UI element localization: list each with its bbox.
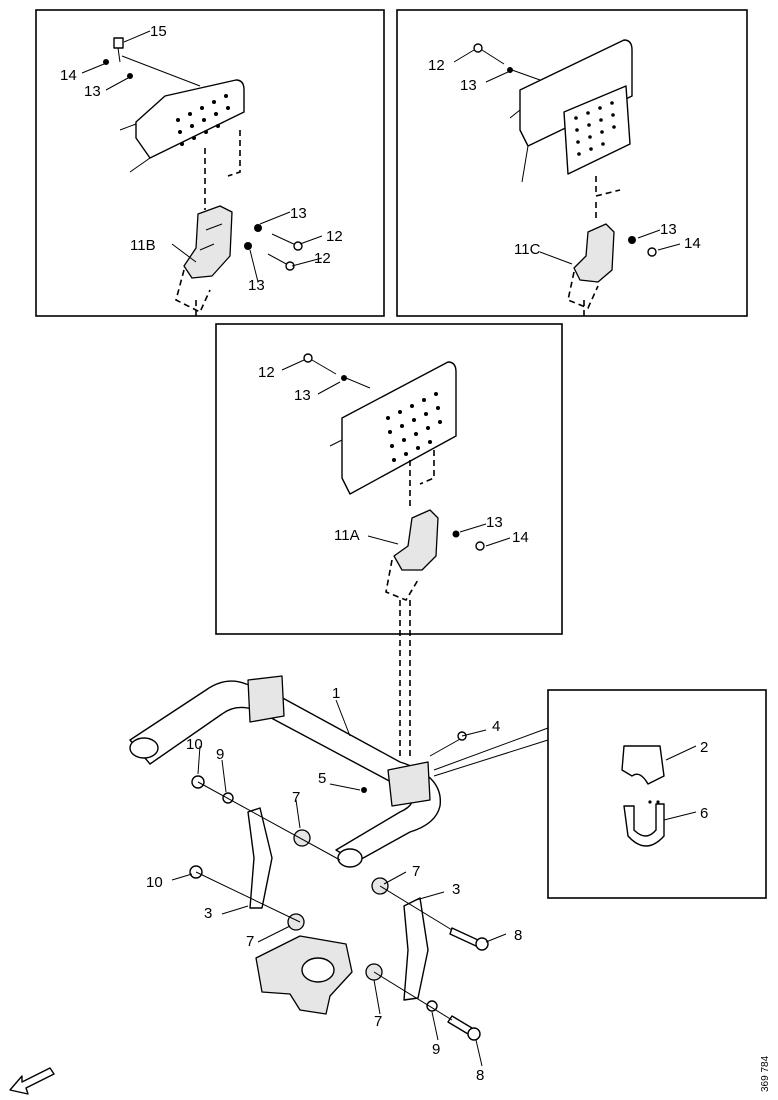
washer-13 xyxy=(507,67,513,73)
label-14: 14 xyxy=(512,529,529,546)
label-13: 13 xyxy=(486,514,503,531)
washer-13 xyxy=(127,73,133,79)
label-13: 13 xyxy=(294,387,311,404)
label-13: 13 xyxy=(660,221,677,238)
label-12: 12 xyxy=(428,57,445,74)
label-11A: 11A xyxy=(334,527,360,544)
label-1: 1 xyxy=(332,685,340,702)
bolt-12 xyxy=(303,353,337,375)
clamp xyxy=(623,803,665,847)
label-15: 15 xyxy=(150,23,167,40)
bolt-8-lower xyxy=(447,1015,481,1041)
label-13: 13 xyxy=(290,205,307,222)
inset-top-right: 12 13 13 11C 14 xyxy=(396,9,748,317)
reinforcement-plate xyxy=(563,85,631,175)
bar-end-eye-right xyxy=(337,848,363,868)
washer-13 xyxy=(341,375,347,381)
link-3-left xyxy=(247,807,273,909)
label-8: 8 xyxy=(514,927,522,944)
label-7: 7 xyxy=(292,789,300,806)
label-3: 3 xyxy=(452,881,460,898)
nut-14 xyxy=(475,541,485,551)
label-11B: 11B xyxy=(130,237,156,254)
bolt-12-lower xyxy=(267,253,295,271)
washer-13 xyxy=(244,242,252,250)
nut-14 xyxy=(647,247,657,257)
label-5: 5 xyxy=(318,770,326,787)
bushing xyxy=(621,745,665,785)
label-13: 13 xyxy=(460,77,477,94)
label-8: 8 xyxy=(476,1067,484,1084)
main-assembly: 1 4 5 10 9 7 10 3 7 3 8 7 7 9 8 xyxy=(129,675,522,1084)
inset-middle: 12 13 13 11A 14 xyxy=(215,323,563,635)
frame-holes xyxy=(386,392,442,462)
inset-detail: 2 6 xyxy=(433,689,767,899)
bar-mount-right xyxy=(387,761,431,807)
label-14: 14 xyxy=(684,235,701,252)
bushing-7 xyxy=(293,829,311,847)
bar-mount-left xyxy=(247,675,285,723)
label-14: 14 xyxy=(60,67,77,84)
link-3-right xyxy=(403,897,429,1001)
washer-13 xyxy=(254,224,262,232)
reference-number: 369 784 xyxy=(760,1055,771,1092)
bolt-8-upper xyxy=(449,927,489,951)
bar-end-eye-left xyxy=(129,737,159,759)
frame-rail xyxy=(135,79,245,159)
washer-5 xyxy=(361,787,367,793)
label-13: 13 xyxy=(248,277,265,294)
bolt-12 xyxy=(473,43,505,65)
label-2: 2 xyxy=(700,739,708,756)
washer-13 xyxy=(628,236,636,244)
bracket-11B xyxy=(183,205,233,279)
inset-top-left: 15 14 13 13 12 11B 12 13 xyxy=(35,9,385,317)
frame-holes xyxy=(176,94,230,146)
washer-13 xyxy=(452,530,460,538)
label-7: 7 xyxy=(374,1013,382,1030)
bracket-11A xyxy=(393,509,439,571)
nut-14 xyxy=(103,59,109,65)
label-9: 9 xyxy=(216,746,224,763)
frame-rail xyxy=(341,361,457,495)
label-3: 3 xyxy=(204,905,212,922)
label-9: 9 xyxy=(432,1041,440,1058)
label-12: 12 xyxy=(258,364,275,381)
assembly-connector xyxy=(399,600,411,760)
label-12: 12 xyxy=(314,250,331,267)
plate-holes xyxy=(574,101,616,156)
label-4: 4 xyxy=(492,718,500,735)
label-6: 6 xyxy=(700,805,708,822)
label-7: 7 xyxy=(412,863,420,880)
bolt-4 xyxy=(429,731,467,757)
bolt-15 xyxy=(113,37,124,63)
direction-arrow-icon xyxy=(9,1067,55,1095)
label-10: 10 xyxy=(146,874,163,891)
bracket-11C xyxy=(573,223,615,283)
bushing-7 xyxy=(287,913,305,931)
label-13: 13 xyxy=(84,83,101,100)
label-11C: 11C xyxy=(514,241,541,258)
label-10: 10 xyxy=(186,736,203,753)
washer-9 xyxy=(426,1000,438,1012)
label-7: 7 xyxy=(246,933,254,950)
label-12: 12 xyxy=(326,228,343,245)
